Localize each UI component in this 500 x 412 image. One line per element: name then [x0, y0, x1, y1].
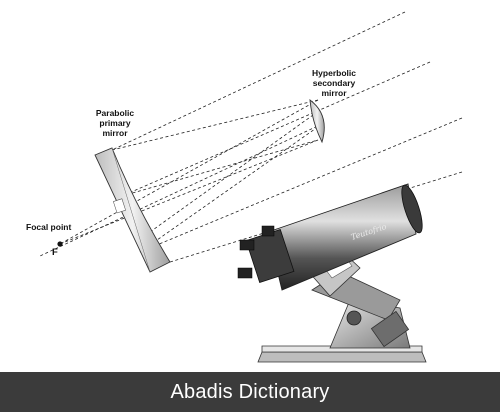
ray-line — [149, 109, 321, 233]
focal-rays — [39, 99, 323, 257]
ray-line — [59, 139, 319, 245]
telescope-illustration: Teutofrio — [237, 183, 427, 363]
cassegrain-telescope-diagram: Teutofrio — [39, 11, 463, 363]
ray-line — [139, 123, 323, 253]
label-line: secondary — [312, 78, 356, 88]
ray-line — [111, 99, 319, 151]
ray-line — [39, 123, 323, 257]
label-line: Hyperbolic — [312, 68, 356, 78]
ray-line — [111, 11, 406, 151]
label-line: mirror — [321, 88, 347, 98]
focal-point-dot — [57, 241, 63, 247]
primary-mirror — [94, 147, 171, 273]
primary-mirror-label: Parabolic primary mirror — [80, 108, 150, 138]
label-line: Parabolic — [95, 108, 135, 118]
ray-line — [121, 139, 319, 197]
incoming-rays — [111, 11, 463, 263]
ray-line — [121, 61, 431, 197]
footer-caption: Abadis Dictionary — [170, 380, 330, 403]
ray-line — [169, 171, 463, 263]
reflected-rays — [111, 99, 323, 253]
secondary-mirror-label: Hyperbolic secondary mirror — [294, 68, 374, 98]
focal-letter-label: F — [52, 247, 58, 258]
caption-footer: Abadis Dictionary — [0, 372, 500, 412]
focal-point-label: Focal point — [26, 222, 72, 232]
label-line: mirror — [102, 128, 128, 138]
secondary-mirror — [309, 99, 325, 144]
label-line: primary — [99, 118, 131, 128]
